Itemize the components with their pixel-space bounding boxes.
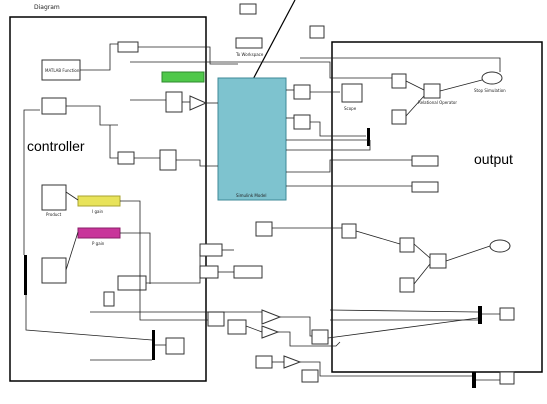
controller-mux-1[interactable] [24, 255, 27, 295]
controller-mux-2[interactable] [152, 330, 155, 360]
middle-block-6[interactable] [311, 329, 329, 345]
relational-operator-label-1: Relational Operator [418, 100, 457, 105]
controller-small-block-2[interactable] [103, 291, 115, 307]
output-region-box [331, 41, 543, 373]
controller-small-block-1[interactable] [117, 41, 139, 53]
product-p-block[interactable] [41, 184, 67, 211]
controller-region-label: controller [27, 138, 85, 154]
magenta-block[interactable] [77, 227, 121, 239]
output-mux-2[interactable] [472, 372, 476, 388]
top-workspace-block[interactable] [235, 37, 263, 49]
output-constant-block-2[interactable] [399, 277, 415, 293]
middle-workspace-block-1[interactable] [199, 243, 223, 257]
scope-label: Scope [344, 106, 357, 111]
middle-block-3[interactable] [341, 223, 357, 239]
yellow-block[interactable] [77, 195, 121, 207]
magenta-gain-label: P gain [92, 241, 105, 246]
stop-simulation-label-1: Stop Simulation [474, 88, 506, 93]
top-block-2[interactable] [309, 25, 325, 39]
gain-triangle-3[interactable] [261, 325, 280, 339]
main-subsystem-block[interactable] [217, 77, 287, 201]
middle-workspace-block-2[interactable] [233, 265, 263, 279]
output-constant-block-1[interactable] [391, 109, 407, 125]
product-block-2[interactable] [159, 149, 177, 171]
middle-block-2[interactable] [199, 265, 219, 279]
middle-block-1[interactable] [255, 221, 273, 237]
gain-triangle-1[interactable] [189, 95, 208, 111]
output-scope-block-2[interactable] [499, 371, 515, 385]
product-p-label: Product [46, 212, 62, 217]
relational-operator-block-1[interactable] [423, 83, 441, 99]
scope-block[interactable] [341, 83, 363, 103]
middle-block-7[interactable] [255, 355, 273, 369]
product-i-block[interactable] [41, 257, 67, 284]
output-region-label: output [474, 151, 513, 167]
gain-triangle-4[interactable] [283, 355, 302, 369]
stop-simulation-block-1[interactable] [481, 71, 503, 85]
output-workspace-block-1[interactable] [411, 155, 439, 167]
main-subsystem-label: Simulink Model [236, 193, 266, 198]
product-block-1[interactable] [165, 91, 183, 113]
controller-gain-block-1[interactable] [117, 151, 135, 165]
output-abs-block-2[interactable] [399, 237, 415, 253]
middle-block-5[interactable] [227, 319, 247, 335]
output-mux-1[interactable] [478, 306, 482, 324]
stop-simulation-block-2[interactable] [489, 239, 511, 253]
controller-scope-block[interactable] [165, 337, 185, 355]
output-workspace-block-2[interactable] [411, 181, 439, 193]
switch-block-1[interactable] [293, 84, 311, 100]
switch-block-2[interactable] [293, 114, 311, 130]
abs-block[interactable] [117, 275, 147, 291]
controller-region-box [9, 16, 207, 382]
output-scope-block-1[interactable] [499, 307, 515, 321]
relational-operator-block-2[interactable] [429, 253, 447, 269]
top-workspace-label: To Workspace [235, 52, 264, 57]
pointer-line [249, 0, 296, 86]
matlab-function-label: MATLAB Function [45, 68, 80, 73]
middle-block-8[interactable] [301, 369, 319, 383]
mux-center-1[interactable] [367, 128, 370, 146]
input-constant-block[interactable] [41, 97, 67, 115]
top-block-1[interactable] [239, 3, 257, 15]
gain-triangle-2[interactable] [261, 309, 282, 325]
middle-block-4[interactable] [207, 311, 225, 327]
yellow-gain-label: I gain [92, 209, 104, 214]
output-abs-block[interactable] [391, 73, 407, 89]
signal-lines [23, 43, 501, 381]
green-block[interactable] [161, 71, 205, 83]
diagram-title-fragment: Diagram [34, 4, 60, 11]
